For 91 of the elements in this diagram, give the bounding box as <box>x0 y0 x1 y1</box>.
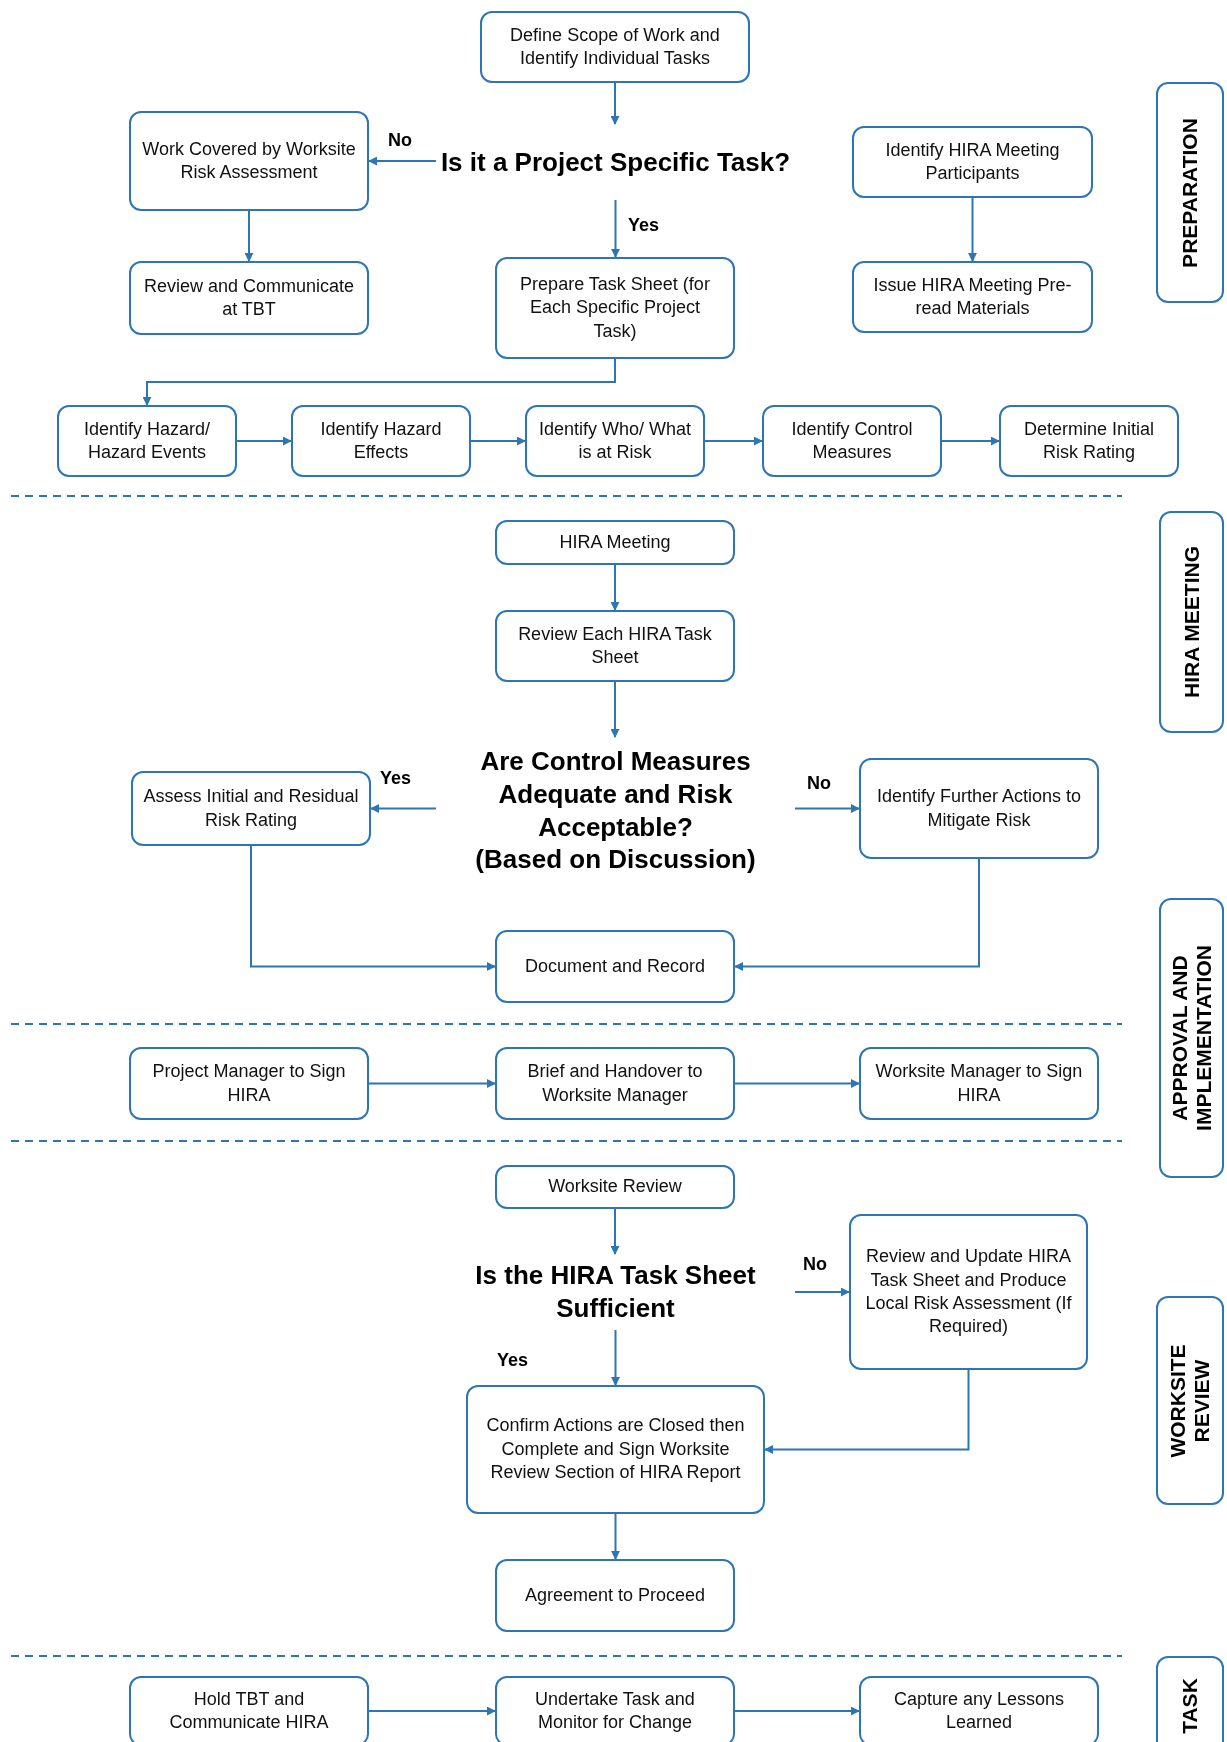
step-text: Review and Update HIRA Task Sheet and Produce Local Risk Assessment (If Required) <box>864 1245 1073 1339</box>
step-text: Capture any Lessons Learned <box>892 1687 1066 1734</box>
step-text: Agreement to Proceed <box>524 1583 706 1607</box>
decision-question: Is the HIRA Task Sheet Sufficient <box>474 1259 757 1325</box>
decision-question: (Based on Discussion) <box>475 843 756 876</box>
arrow <box>794 1287 850 1297</box>
process-box <box>129 261 369 335</box>
process-box <box>129 1047 369 1120</box>
arrow <box>734 1079 860 1088</box>
arrow <box>764 1369 970 1454</box>
phase-label: APPROVAL AND IMPLEMENTATION <box>1167 944 1216 1133</box>
step-text: Work Covered by Worksite Risk Assessment <box>141 137 357 184</box>
process-box <box>466 1385 765 1514</box>
process-box <box>291 405 471 477</box>
arrow <box>968 197 977 262</box>
decision-question: Are Control Measures Adequate and Risk Acceptable? <box>479 745 752 844</box>
step-text: Assess Initial and Residual Risk Rating <box>143 785 359 832</box>
process-box <box>495 1047 735 1120</box>
arrow <box>610 1208 620 1255</box>
phase-label: HIRA MEETING <box>1179 544 1204 701</box>
step-text: Identify HIRA Meeting Participants <box>884 138 1061 185</box>
phase-label: WORKSITE REVIEW <box>1165 1342 1214 1460</box>
process-box <box>495 1676 735 1742</box>
step-text: Identify Further Actions to Mitigate Risk <box>875 785 1083 832</box>
process-box <box>859 1676 1099 1742</box>
process-box <box>129 1676 369 1742</box>
phase-band <box>1156 82 1224 303</box>
phase-band <box>1156 1296 1224 1505</box>
arrow <box>941 436 1000 446</box>
step-text: Review Each HIRA Task Sheet <box>517 622 713 669</box>
step-text: Define Scope of Work and Identify Individual Tasks <box>509 23 721 70</box>
process-box <box>859 758 1099 859</box>
process-box <box>762 405 942 477</box>
process-box <box>495 520 735 565</box>
process-box <box>131 771 371 846</box>
step-text: Identify Hazard/ Hazard Events <box>82 417 212 464</box>
decision-question: Is it a Project Specific Task? <box>440 145 791 179</box>
process-box <box>480 11 750 83</box>
process-box <box>495 257 735 359</box>
arrow <box>734 858 980 971</box>
arrow <box>610 564 620 611</box>
arrow <box>611 1513 620 1560</box>
phase-band <box>1159 511 1224 733</box>
step-text: Identify Control Measures <box>790 417 914 464</box>
process-box <box>852 261 1093 333</box>
step-text: Hold TBT and Communicate HIRA <box>168 1687 330 1734</box>
process-box <box>57 405 237 477</box>
arrow <box>794 804 860 813</box>
step-text: Determine Initial Risk Rating <box>1022 417 1156 464</box>
process-box <box>495 610 735 682</box>
step-text: Identify Hazard Effects <box>319 417 443 464</box>
process-box <box>999 405 1179 477</box>
arrow <box>734 1706 860 1716</box>
arrow <box>704 436 763 446</box>
process-box <box>852 126 1093 198</box>
process-box <box>495 1165 735 1209</box>
arrow <box>142 358 616 406</box>
arrow <box>611 1329 620 1386</box>
process-box <box>495 1559 735 1632</box>
phase-band <box>1159 898 1224 1178</box>
arrow <box>368 156 437 166</box>
step-text: Document and Record <box>524 954 706 978</box>
arrow <box>244 210 254 262</box>
step-text: Identify Who/ What is at Risk <box>537 417 693 464</box>
arrow <box>470 436 526 446</box>
process-box <box>129 111 369 211</box>
step-text: Brief and Handover to Worksite Manager <box>526 1060 704 1107</box>
process-box <box>849 1214 1088 1370</box>
step-text: Worksite Manager to Sign HIRA <box>874 1060 1084 1107</box>
step-text: Project Manager to Sign HIRA <box>151 1060 347 1107</box>
step-text: Issue HIRA Meeting Pre-read Materials <box>872 273 1073 320</box>
process-box <box>859 1047 1099 1120</box>
phase-label: TASK <box>1177 1677 1202 1736</box>
arrow <box>236 436 292 446</box>
arrow <box>611 199 620 258</box>
step-text: Worksite Review <box>548 1175 682 1199</box>
arrow <box>368 1079 496 1088</box>
arrow <box>250 845 496 971</box>
arrow <box>368 1706 496 1716</box>
arrow <box>370 804 437 813</box>
arrow <box>610 82 620 125</box>
arrow <box>610 681 620 738</box>
step-text: Review and Communicate at TBT <box>142 274 356 321</box>
phase-label: PREPARATION <box>1177 116 1202 270</box>
step-text: Prepare Task Sheet (for Each Specific Project Task) <box>519 272 711 343</box>
process-box <box>525 405 705 477</box>
step-text: HIRA Meeting <box>559 530 671 554</box>
step-text: Undertake Task and Monitor for Change <box>534 1687 696 1734</box>
process-box <box>495 930 735 1003</box>
phase-band <box>1156 1656 1224 1742</box>
step-text: Confirm Actions are Closed then Complete and Sign Worksite Review Section of HIRA Report <box>485 1414 746 1485</box>
